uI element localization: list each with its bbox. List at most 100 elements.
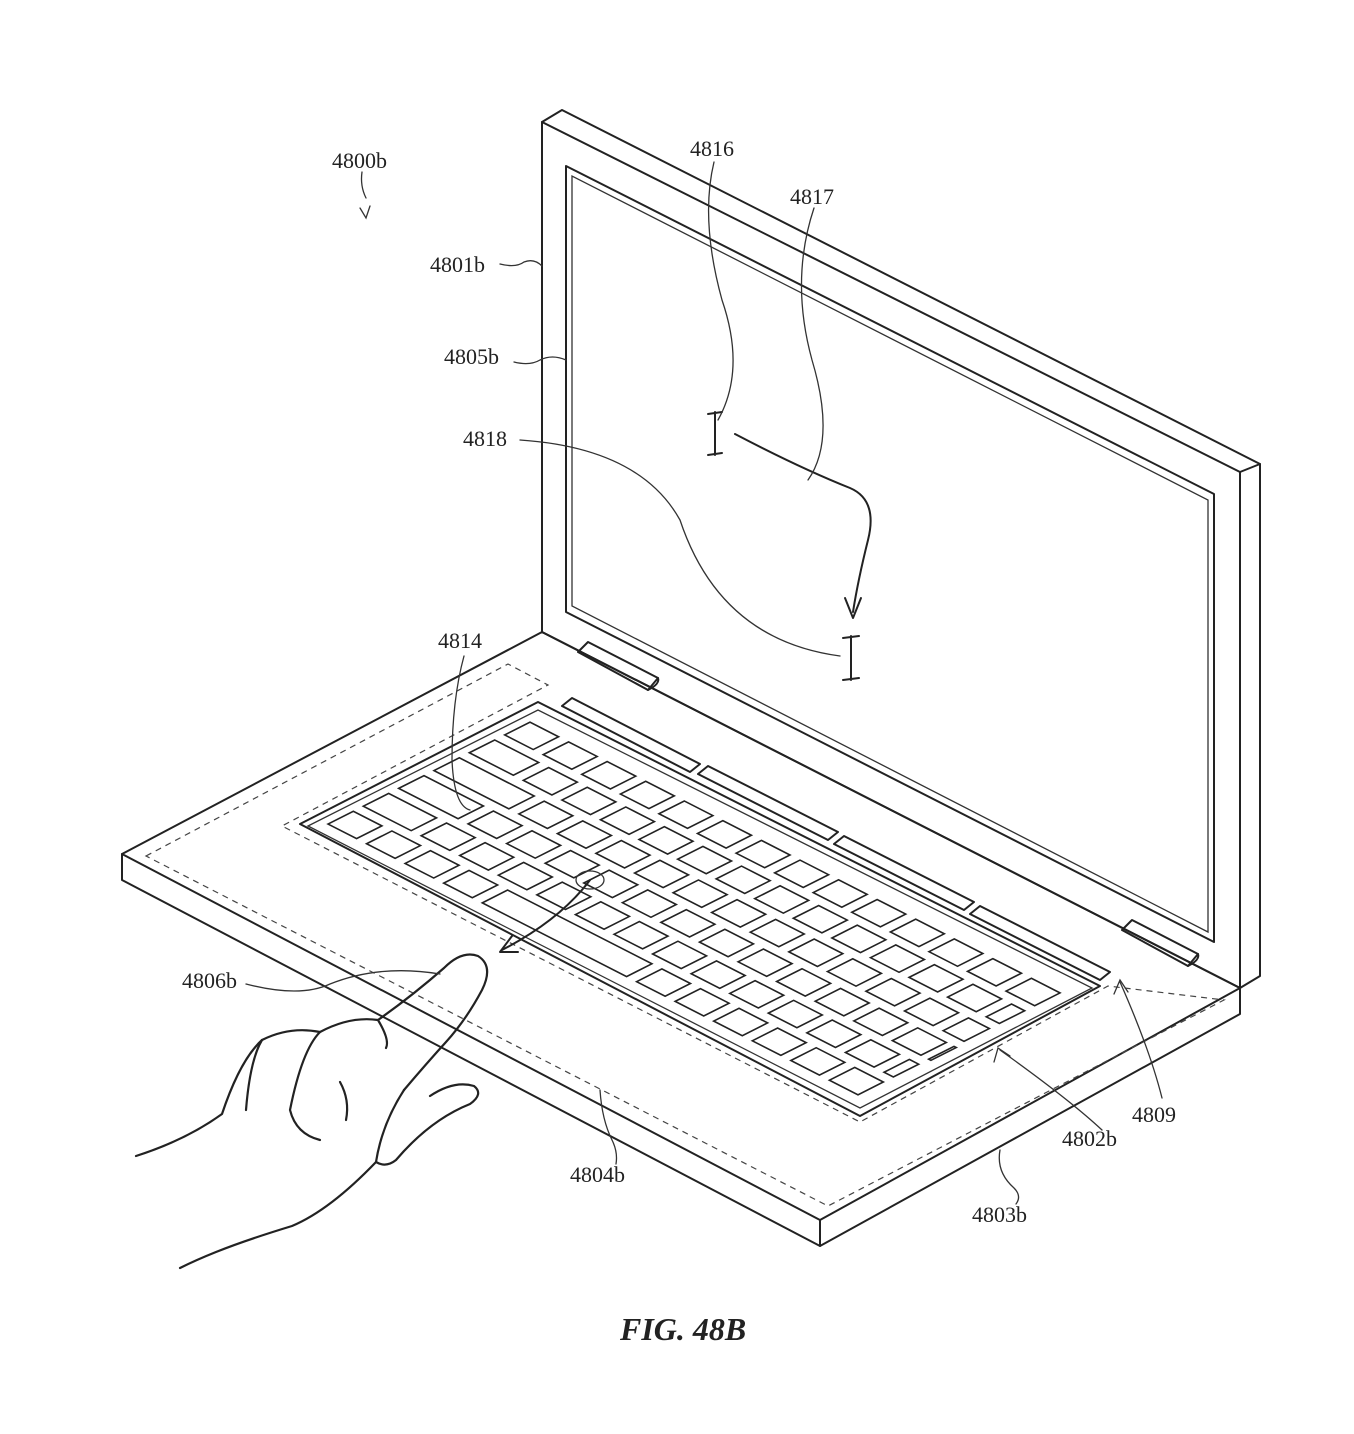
keyboard-key: [843, 1038, 902, 1069]
keyboard-key: [659, 908, 717, 938]
label-cursor-start: 4816: [690, 136, 734, 161]
keyboard-key: [984, 1003, 1027, 1025]
keyboard-key: [852, 1007, 910, 1037]
keyboard-key: [517, 800, 575, 830]
keyboard-key: [637, 825, 695, 855]
keyboard-key: [714, 865, 772, 895]
keyboard-key: [888, 918, 947, 948]
label-cursor-end: 4818: [463, 426, 507, 451]
keyboard-key: [496, 861, 555, 891]
keyboard-key: [467, 739, 541, 777]
keyboard-key: [791, 904, 850, 934]
keyboard-key: [734, 839, 792, 869]
keyboard-key: [709, 898, 768, 928]
keyboard-key: [396, 774, 486, 820]
keyboard-key: [787, 938, 845, 968]
keyboard-key: [361, 792, 439, 832]
keyboard-key: [927, 938, 985, 968]
figure-caption: FIG. 48B: [619, 1311, 746, 1347]
keyboard-key: [902, 997, 961, 1027]
keyboard-key: [650, 940, 709, 970]
keyboard-key: [441, 869, 500, 899]
keyboard-key: [582, 869, 640, 899]
keyboard-key: [941, 1017, 992, 1043]
keyboard-key: [697, 928, 756, 958]
trackpad-region: [144, 663, 1226, 1207]
keyboard-key: [789, 1046, 847, 1076]
keyboard-key: [748, 918, 806, 948]
keyboard-key: [502, 721, 561, 751]
display-screen: [565, 165, 1215, 943]
keyboard-key: [830, 924, 888, 954]
keyboard-key: [907, 963, 965, 993]
label-device: 4800b: [332, 148, 387, 173]
keyboard-key: [675, 845, 734, 875]
keyboard-key: [620, 889, 679, 919]
keyboard-key: [580, 760, 638, 790]
keyboard-key: [926, 1045, 959, 1062]
keyboard-key: [890, 1026, 949, 1057]
leader-lines: [245, 161, 1163, 1205]
cursor-path-arrow: [734, 433, 872, 619]
label-key-contact: 4814: [438, 628, 482, 653]
label-touch-input: 4806b: [182, 968, 237, 993]
keyboard-area: [299, 701, 1101, 1117]
keyboard-key: [825, 957, 884, 988]
hand-illustration: [134, 953, 489, 1270]
keyboard-key: [673, 987, 731, 1017]
keyboard-key: [541, 740, 599, 771]
keyboard-key: [850, 898, 908, 928]
keyboard-key: [945, 983, 1004, 1013]
keyboard-key: [750, 1027, 808, 1057]
keyboard-key: [618, 780, 677, 810]
keyboard-key: [827, 1066, 886, 1096]
keyboard-key: [882, 1058, 921, 1078]
keyboard-key: [752, 884, 811, 915]
keyboard-key: [612, 920, 670, 950]
keyboard-key: [573, 900, 632, 931]
keyboard-key: [457, 841, 516, 871]
keyboard-key: [805, 1019, 863, 1049]
keyboard-key: [480, 889, 654, 978]
reference-labels: 4800b 4801b 4805b 4818 4816 4817 4814 48…: [182, 136, 1176, 1227]
keyboard-key: [811, 878, 869, 909]
keyboard-key: [965, 957, 1024, 987]
keyboard-key: [594, 839, 652, 869]
keyboard-key: [598, 806, 657, 836]
keyboard-key: [736, 948, 794, 978]
keyboard-key: [727, 979, 786, 1009]
cursor-start-icon: [707, 411, 723, 456]
keyboard-key: [555, 819, 614, 850]
keyboard-key: [864, 977, 922, 1007]
keyboard-key: [543, 849, 601, 879]
keyboard-key: [1004, 977, 1062, 1007]
keyboard-key: [766, 999, 825, 1029]
keyboard-keys: [326, 721, 1062, 1096]
label-display-housing: 4801b: [430, 252, 485, 277]
base-housing: [121, 631, 1241, 1247]
right-hinge: [1121, 919, 1200, 967]
left-hinge: [577, 641, 660, 691]
keyboard-key: [772, 859, 831, 889]
keyboard-key: [521, 766, 580, 796]
keyboard-key: [560, 786, 618, 816]
keyboard-key: [466, 810, 524, 840]
swipe-arrow: [499, 870, 605, 953]
label-cursor-path: 4817: [790, 184, 834, 209]
keyboard-key: [632, 859, 691, 889]
function-row: [561, 697, 1111, 981]
keyboard-key: [419, 822, 477, 852]
label-base-housing: 4803b: [972, 1202, 1027, 1227]
keyboard-key: [813, 987, 871, 1017]
keyboard-key: [634, 967, 693, 998]
cursor-end-icon: [842, 635, 860, 681]
keyboard-key: [535, 881, 593, 911]
keyboard-key: [657, 800, 715, 830]
label-keyboard-area: 4802b: [1062, 1126, 1117, 1151]
label-keyboard-border: 4809: [1132, 1102, 1176, 1127]
label-display: 4805b: [444, 344, 499, 369]
keyboard-key: [671, 879, 729, 909]
label-trackpad-region: 4804b: [570, 1162, 625, 1187]
display-housing: [541, 109, 1261, 989]
